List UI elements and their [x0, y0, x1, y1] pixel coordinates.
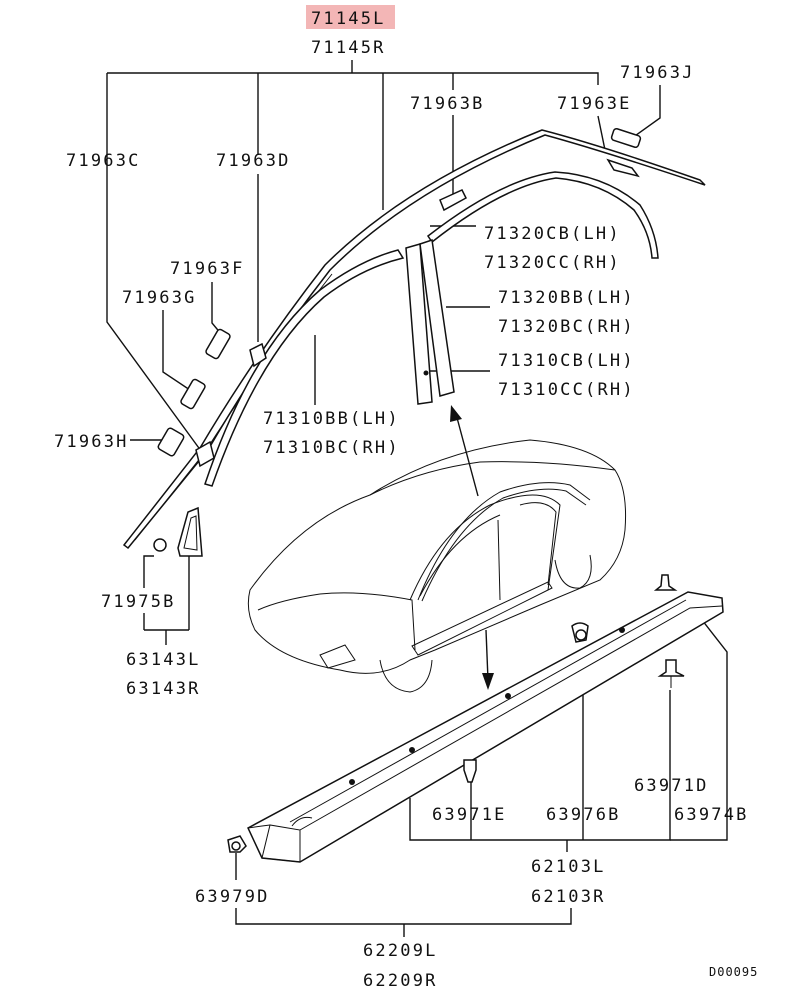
label-71963B[interactable]: 71963B	[410, 94, 485, 114]
label-71320CC[interactable]: 71320CC(RH)	[484, 253, 621, 273]
label-62209L[interactable]: 62209L	[363, 941, 438, 961]
car-body	[247, 439, 626, 693]
direction-arrows	[450, 405, 494, 690]
label-63974B[interactable]: 63974B	[674, 805, 749, 825]
clip-71963E-icon	[606, 158, 640, 178]
delta-garnish	[153, 506, 203, 557]
label-63971E[interactable]: 63971E	[432, 805, 507, 825]
label-71963F[interactable]: 71963F	[170, 259, 245, 279]
label-71963H[interactable]: 71963H	[54, 432, 129, 452]
label-71963G[interactable]: 71963G	[122, 288, 197, 308]
label-71145L[interactable]: 71145L	[311, 9, 386, 29]
garnish-pin	[423, 370, 429, 376]
label-71320BB[interactable]: 71320BB(LH)	[498, 288, 635, 308]
headlight	[319, 644, 356, 669]
diagram-reference-code: D00095	[709, 965, 758, 979]
label-62103R[interactable]: 62103R	[531, 887, 606, 907]
clip-71963H-icon	[157, 427, 185, 457]
roof-clips	[157, 127, 642, 468]
label-63143L[interactable]: 63143L	[126, 650, 201, 670]
grommet-71975B-icon	[153, 538, 167, 552]
label-71310CC[interactable]: 71310CC(RH)	[498, 380, 635, 400]
center-pillar-garnish	[405, 239, 455, 405]
clip-71963F-icon	[205, 328, 231, 360]
label-71975B[interactable]: 71975B	[101, 592, 176, 612]
label-62209R[interactable]: 62209R	[363, 971, 438, 991]
clip-63974B-icon	[653, 574, 678, 591]
label-71963C[interactable]: 71963C	[66, 151, 141, 171]
label-71310BC[interactable]: 71310BC(RH)	[263, 438, 400, 458]
screw-63971E-icon	[463, 759, 477, 783]
arrow-up-icon	[450, 405, 462, 422]
label-63971D[interactable]: 63971D	[634, 776, 709, 796]
label-71963E[interactable]: 71963E	[557, 94, 632, 114]
selected-part-highlight	[306, 5, 395, 29]
label-71963D[interactable]: 71963D	[216, 151, 291, 171]
side-sill-garnish	[247, 591, 724, 863]
label-62103L[interactable]: 62103L	[531, 857, 606, 877]
clip-71963G-icon	[180, 378, 206, 410]
label-63979D[interactable]: 63979D	[195, 887, 270, 907]
arrow-down-icon	[482, 673, 494, 690]
label-71320CB[interactable]: 71320CB(LH)	[484, 224, 621, 244]
label-71310CB[interactable]: 71310CB(LH)	[498, 351, 635, 371]
leader-lines	[106, 60, 728, 937]
clip-71963C-icon	[195, 440, 215, 468]
sill-fasteners	[227, 574, 685, 853]
part-labels: 71145L 71145R 71963J 71963B 71963E 71963…	[54, 9, 758, 991]
label-71963J[interactable]: 71963J	[620, 63, 695, 83]
label-71320BC[interactable]: 71320BC(RH)	[498, 317, 635, 337]
clip-71963B-icon	[439, 189, 467, 212]
clip-71963J-icon	[610, 127, 642, 149]
clip-71963D-icon	[249, 342, 267, 368]
label-71310BB[interactable]: 71310BB(LH)	[263, 409, 400, 429]
label-71145R[interactable]: 71145R	[311, 38, 386, 58]
door-frame-moulding	[426, 171, 659, 259]
label-63976B[interactable]: 63976B	[546, 805, 621, 825]
screw-63971D-icon	[657, 659, 685, 677]
label-63143R[interactable]: 63143R	[126, 679, 201, 699]
